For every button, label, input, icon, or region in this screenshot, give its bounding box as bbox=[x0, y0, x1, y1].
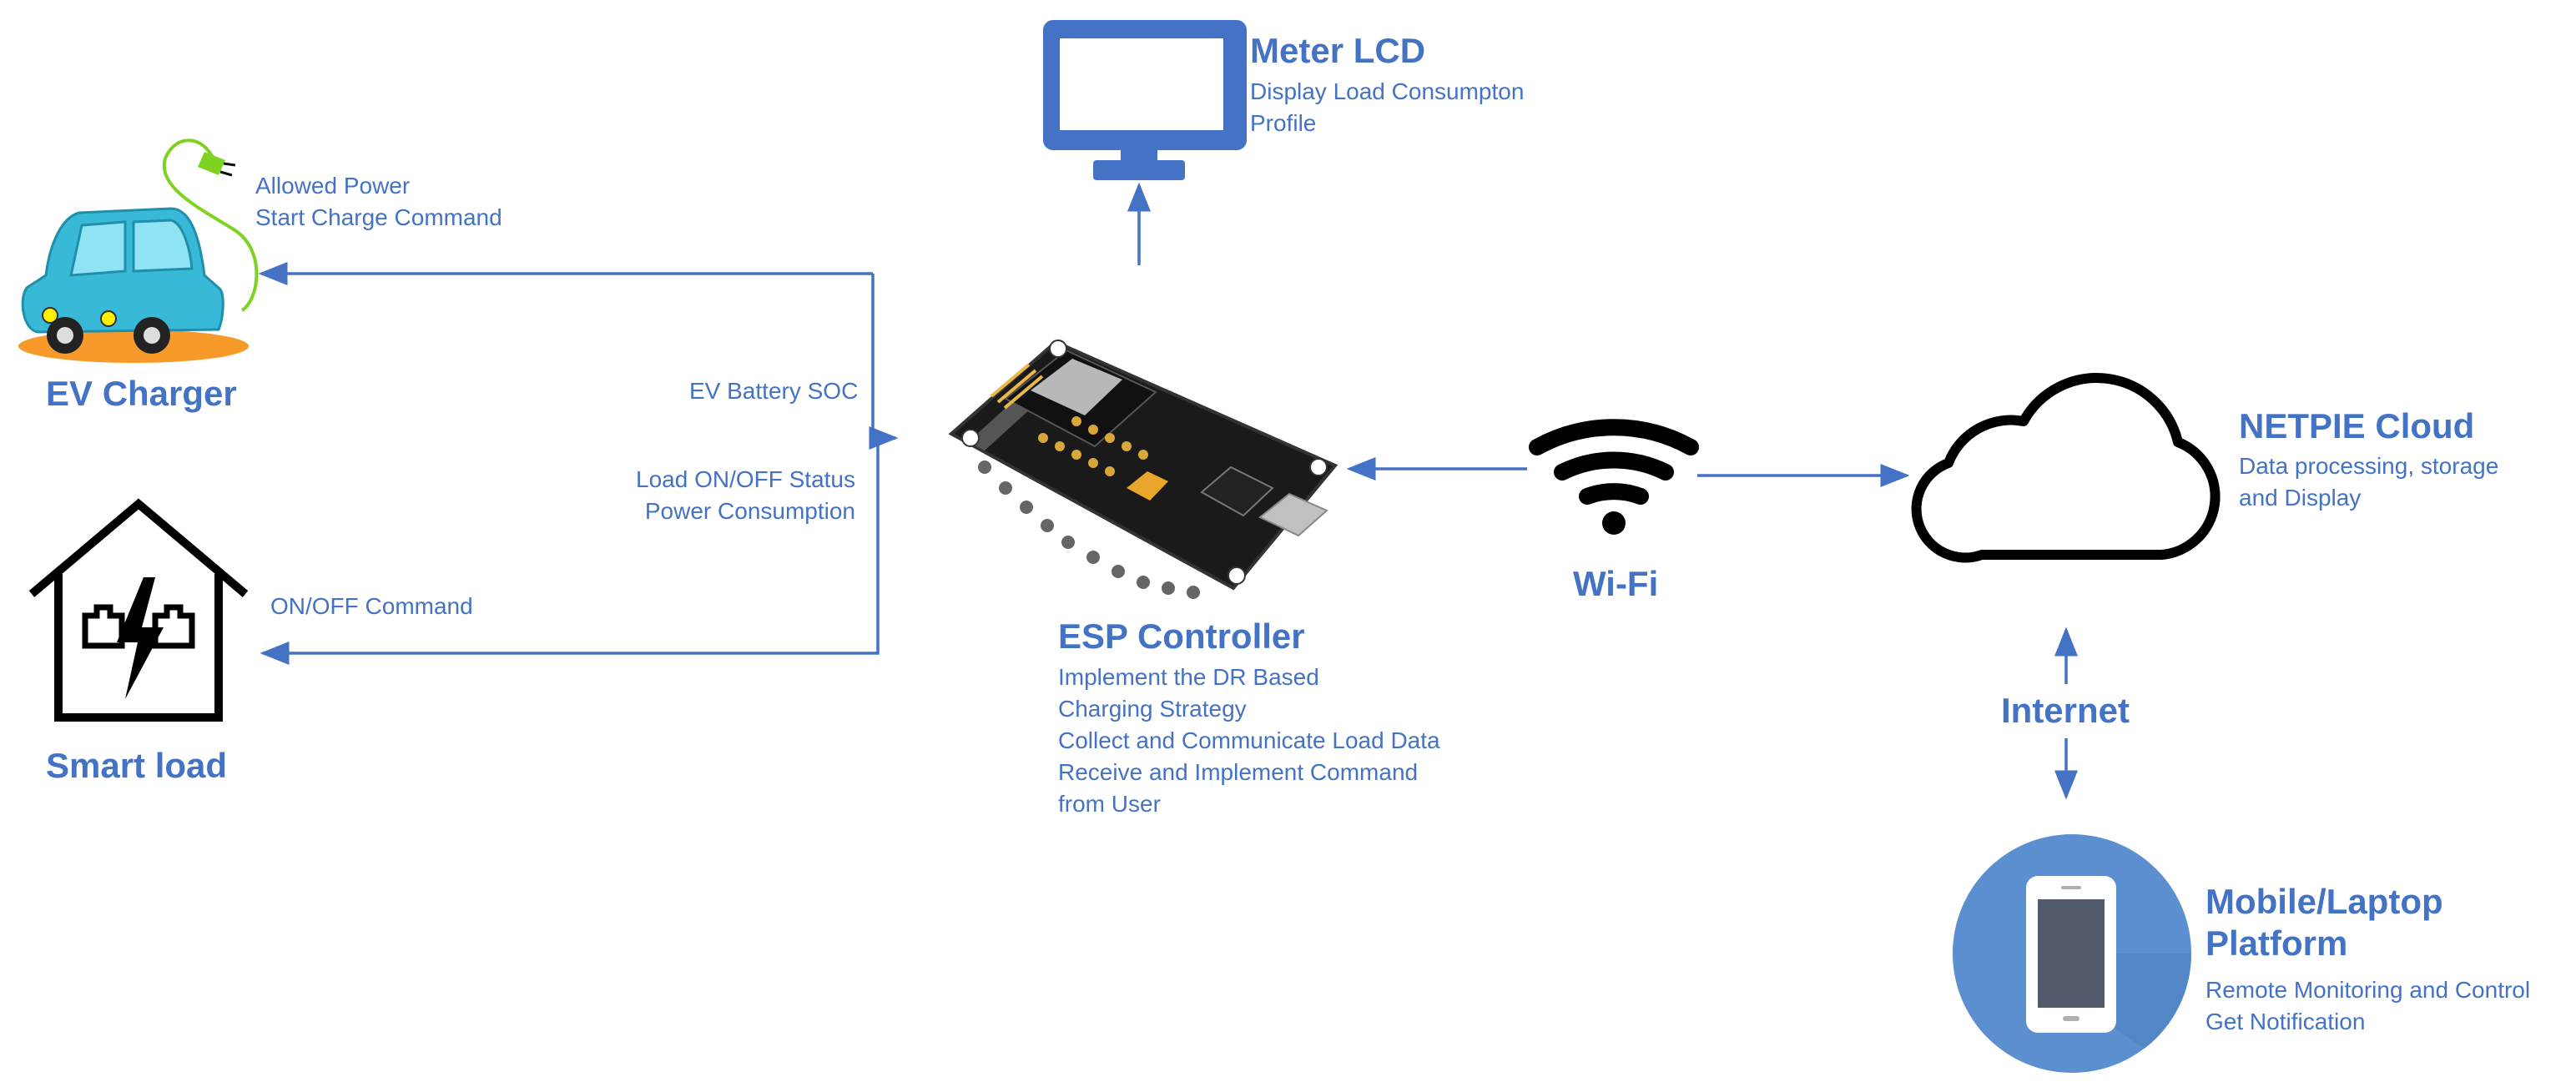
arrow-to-smart-load bbox=[260, 436, 880, 665]
meter-lcd-desc-line: Display Load Consumpton bbox=[1250, 78, 1525, 104]
arrow-to-ev-charger bbox=[869, 274, 899, 450]
esp-desc-line: Collect and Communicate Load Data bbox=[1058, 727, 1440, 753]
netpie-desc-line: and Display bbox=[2239, 485, 2362, 511]
load-status-line: Power Consumption bbox=[644, 498, 855, 524]
meter-lcd-desc: Display Load Consumpton Profile bbox=[1250, 76, 1524, 139]
ev-commands-line: Allowed Power bbox=[255, 173, 411, 199]
load-status-label: Load ON/OFF Status Power Consumption bbox=[636, 464, 855, 527]
mobile-title-line: Platform bbox=[2205, 923, 2348, 963]
esp-board-icon bbox=[948, 340, 1338, 599]
smart-load-title: Smart load bbox=[46, 746, 228, 785]
esp-desc-line: from User bbox=[1058, 791, 1161, 817]
esp-desc-line: Implement the DR Based bbox=[1058, 664, 1319, 690]
mobile-title-line: Mobile/Laptop bbox=[2205, 882, 2443, 921]
on-off-command-label: ON/OFF Command bbox=[270, 593, 473, 619]
internet-title: Internet bbox=[2001, 691, 2130, 730]
cloud-icon bbox=[1911, 373, 2221, 563]
esp-controller-desc: Implement the DR Based Charging Strategy… bbox=[1058, 662, 1440, 820]
electric-car-icon bbox=[18, 138, 259, 363]
wifi-icon bbox=[1529, 419, 1699, 535]
meter-lcd-desc-line: Profile bbox=[1250, 110, 1317, 136]
load-status-line: Load ON/OFF Status bbox=[636, 466, 855, 492]
mobile-desc-line: Get Notification bbox=[2205, 1009, 2366, 1034]
ev-charger-title: EV Charger bbox=[46, 374, 237, 413]
monitor-icon bbox=[1043, 20, 1247, 180]
ev-battery-soc-label: EV Battery SOC bbox=[689, 378, 859, 404]
netpie-desc-line: Data processing, storage bbox=[2239, 453, 2499, 479]
smart-home-icon bbox=[28, 498, 249, 722]
mobile-desc: Remote Monitoring and Control Get Notifi… bbox=[2205, 974, 2530, 1038]
connectors bbox=[258, 182, 2078, 800]
wifi-title: Wi-Fi bbox=[1573, 564, 1659, 603]
ev-commands-line: Start Charge Command bbox=[255, 204, 502, 230]
smartphone-icon bbox=[1953, 834, 2192, 1073]
esp-desc-line: Charging Strategy bbox=[1058, 696, 1247, 722]
esp-desc-line: Receive and Implement Command bbox=[1058, 759, 1419, 785]
ev-commands-label: Allowed Power Start Charge Command bbox=[255, 170, 502, 234]
netpie-cloud-desc: Data processing, storage and Display bbox=[2239, 450, 2498, 514]
esp-controller-title: ESP Controller bbox=[1058, 616, 1305, 656]
mobile-desc-line: Remote Monitoring and Control bbox=[2205, 977, 2531, 1003]
meter-lcd-title: Meter LCD bbox=[1250, 31, 1426, 70]
mobile-title: Mobile/Laptop Platform bbox=[2205, 881, 2443, 964]
netpie-cloud-title: NETPIE Cloud bbox=[2239, 406, 2475, 445]
charging-cable bbox=[162, 138, 259, 312]
